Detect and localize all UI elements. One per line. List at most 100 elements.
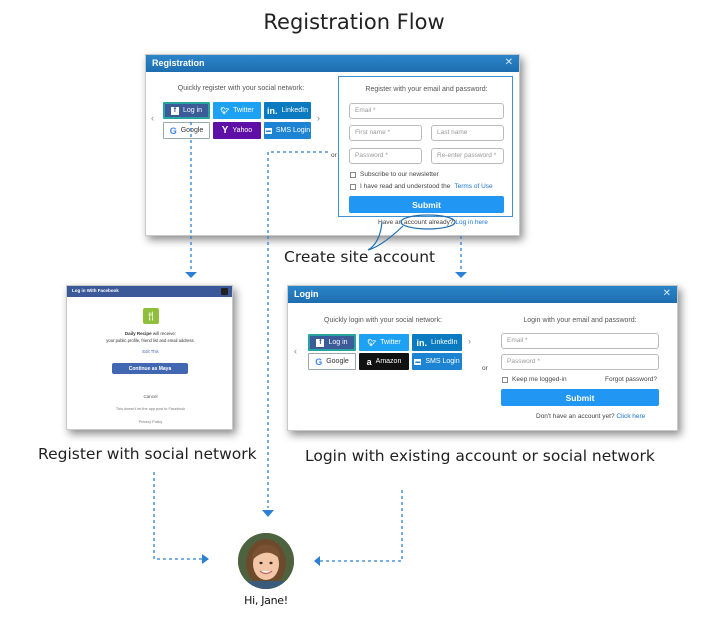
- registration-title: Registration: [152, 58, 205, 68]
- or-separator: or: [482, 365, 488, 372]
- chevron-left-icon[interactable]: ‹: [294, 346, 297, 356]
- login-email-prompt: Login with your email and password:: [523, 317, 637, 324]
- sms-login-button[interactable]: ▬ SMS Login: [264, 122, 311, 139]
- arrowhead-registration: [262, 510, 274, 517]
- registration-email-prompt: Register with your email and password:: [365, 86, 488, 93]
- chevron-right-icon[interactable]: ›: [468, 336, 471, 346]
- login-submit-button[interactable]: Submit: [501, 389, 659, 406]
- registration-email-form: Register with your email and password: E…: [338, 76, 513, 217]
- user-face-icon: [238, 533, 294, 589]
- facebook-header-title: Log in With Facebook: [72, 288, 119, 293]
- login-here-link[interactable]: Log in here: [455, 219, 488, 226]
- registration-dialog: Registration ✕ Quickly register with you…: [145, 54, 520, 236]
- facebook-login-label: Log in: [182, 107, 203, 114]
- checkbox-icon: [502, 376, 508, 383]
- linkedin-button[interactable]: in. LinkedIn: [412, 334, 462, 351]
- forgot-password-link[interactable]: Forgot password?: [604, 376, 657, 383]
- subscribe-label: Subscribe to our newsletter: [360, 171, 439, 178]
- app-logo-icon: 🍴︎: [143, 308, 159, 324]
- connector-social-to-user: [153, 472, 202, 560]
- sms-login-button[interactable]: ▬ SMS Login: [412, 353, 462, 370]
- keep-logged-in-checkbox[interactable]: Keep me logged-in: [502, 376, 567, 383]
- facebook-profile-icon: [221, 288, 228, 295]
- facebook-icon: f: [170, 106, 179, 115]
- no-account-label: Don't have an account yet?: [536, 413, 615, 420]
- yahoo-button[interactable]: Y Yahoo: [213, 122, 261, 139]
- diagram-title: Registration Flow: [263, 10, 445, 34]
- user-greeting: Hi, Jane!: [244, 594, 288, 607]
- google-button[interactable]: G Google: [163, 122, 210, 139]
- twitter-label: Twitter: [380, 339, 401, 346]
- facebook-cancel-link[interactable]: Cancel: [143, 394, 158, 399]
- facebook-edit-link[interactable]: Edit This: [142, 349, 159, 354]
- connector-login-to-user: [320, 490, 403, 562]
- linkedin-icon: in.: [267, 105, 278, 116]
- google-button[interactable]: G Google: [308, 353, 356, 370]
- sms-login-label: SMS Login: [275, 127, 311, 134]
- caption-social-network: Register with social network: [38, 445, 257, 463]
- linkedin-label: LinkedIn: [281, 107, 308, 114]
- twitter-icon: 🐦︎: [367, 339, 377, 347]
- terms-link[interactable]: Terms of Use: [454, 183, 493, 190]
- linkedin-label: LinkedIn: [431, 339, 458, 346]
- close-icon[interactable]: ✕: [662, 288, 671, 299]
- amazon-icon: a: [366, 356, 372, 367]
- twitter-button[interactable]: 🐦︎ Twitter: [359, 334, 409, 351]
- arrowhead-existing: [314, 556, 320, 566]
- last-name-field[interactable]: Last name: [431, 125, 504, 141]
- registration-social-prompt: Quickly register with your social networ…: [177, 85, 305, 92]
- amazon-label: Amazon: [375, 358, 402, 365]
- password-field[interactable]: Password *: [501, 354, 659, 370]
- facebook-login-button[interactable]: f Log in: [308, 334, 356, 351]
- twitter-button[interactable]: 🐦︎ Twitter: [213, 102, 261, 119]
- registration-submit-button[interactable]: Submit: [349, 196, 504, 213]
- terms-label: I have read and understood the: [360, 183, 451, 190]
- login-dialog: Login ✕ Quickly login with your social n…: [287, 285, 678, 431]
- click-here-link[interactable]: Click here: [616, 413, 646, 420]
- facebook-header: Log in With Facebook: [67, 286, 232, 297]
- caption-create-account: Create site account: [284, 248, 436, 266]
- keep-logged-in-label: Keep me logged-in: [512, 376, 567, 383]
- terms-checkbox[interactable]: I have read and understood the Terms of …: [350, 183, 493, 190]
- avatar: [238, 533, 294, 589]
- google-label: Google: [180, 127, 204, 134]
- chevron-left-icon[interactable]: ‹: [151, 113, 154, 123]
- linkedin-button[interactable]: in. LinkedIn: [264, 102, 311, 119]
- twitter-label: Twitter: [233, 107, 254, 114]
- have-account-text: Have an account already? Log in here: [378, 219, 488, 226]
- google-label: Google: [326, 358, 349, 365]
- facebook-nopost-text: This doesn't let the app post to Faceboo…: [115, 407, 186, 411]
- facebook-login-label: Log in: [328, 339, 348, 346]
- facebook-dialog: Log in With Facebook 🍴︎ Daily Recipe wil…: [66, 285, 233, 430]
- checkbox-icon: [350, 171, 356, 178]
- continue-as-button[interactable]: Continue as Maya: [112, 363, 188, 374]
- have-account-label: Have an account already?: [378, 219, 454, 226]
- arrowhead-login: [455, 272, 467, 278]
- sms-icon: ▬: [414, 358, 422, 365]
- twitter-icon: 🐦︎: [220, 107, 230, 115]
- login-header: Login ✕: [288, 286, 677, 303]
- chevron-right-icon[interactable]: ›: [317, 113, 320, 123]
- password-field[interactable]: Password *: [349, 148, 422, 164]
- google-icon: G: [169, 125, 177, 136]
- email-field[interactable]: Email *: [349, 103, 504, 119]
- sms-icon: ▬: [264, 127, 272, 134]
- amazon-button[interactable]: a Amazon: [359, 353, 409, 370]
- facebook-login-button[interactable]: f Log in: [163, 102, 210, 119]
- facebook-privacy-link[interactable]: Privacy Policy: [138, 420, 163, 424]
- sms-login-label: SMS Login: [425, 358, 460, 365]
- reenter-password-field[interactable]: Re-enter password *: [431, 148, 504, 164]
- facebook-app-text: Daily Recipe will receive:: [67, 331, 234, 336]
- close-icon[interactable]: ✕: [504, 57, 513, 68]
- caption-existing-account: Login with existing account or social ne…: [305, 447, 655, 465]
- receive-text: will receive:: [152, 331, 177, 336]
- registration-header: Registration ✕: [146, 55, 519, 72]
- no-account-text: Don't have an account yet? Click here: [536, 413, 645, 420]
- login-title: Login: [294, 289, 319, 299]
- first-name-field[interactable]: First name *: [349, 125, 422, 141]
- or-separator: or: [331, 152, 337, 159]
- subscribe-checkbox[interactable]: Subscribe to our newsletter: [350, 171, 439, 178]
- facebook-icon: f: [316, 338, 325, 347]
- email-field[interactable]: Email *: [501, 333, 659, 349]
- yahoo-icon: Y: [221, 125, 229, 136]
